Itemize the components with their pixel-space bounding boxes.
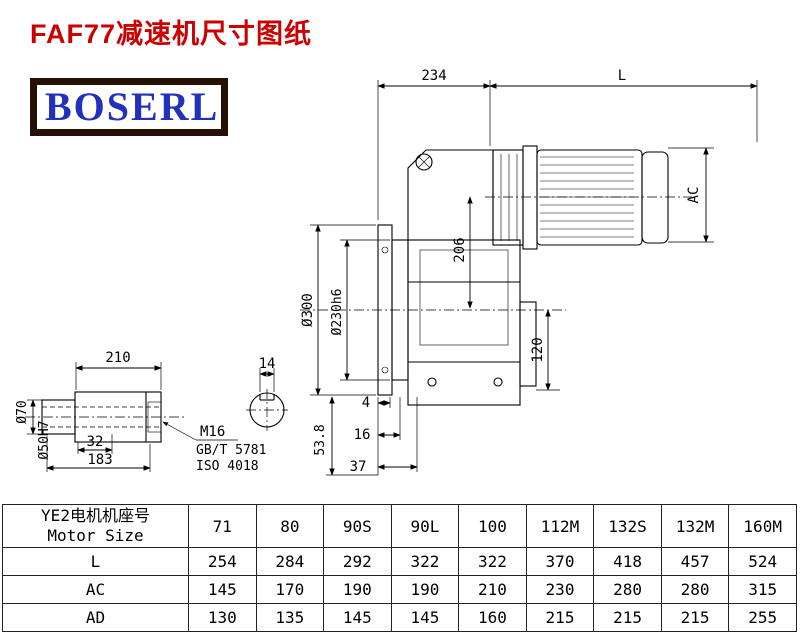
dim-L-label: L xyxy=(618,68,626,84)
boserl-logo-box: BOSERL xyxy=(30,78,228,136)
table-cell: 112M xyxy=(525,504,595,548)
table-cell: 71 xyxy=(188,504,257,548)
table-cell: 145 xyxy=(323,603,392,632)
table-cell: 210 xyxy=(458,575,527,604)
table-cell: 322 xyxy=(458,547,527,576)
table-header-motor-size: YE2电机机座号 Motor Size xyxy=(2,504,189,548)
dim-d300-label: Ø300 xyxy=(300,293,316,327)
table-cell: 100 xyxy=(458,504,527,548)
table-row-AD: AD 130 135 145 145 160 215 215 215 255 xyxy=(2,603,797,632)
table-cell: 135 xyxy=(255,603,325,632)
dim-32-label: 32 xyxy=(87,434,104,450)
table-cell: 255 xyxy=(728,603,797,632)
table-cell: 145 xyxy=(390,603,460,632)
table-cell: 160M xyxy=(728,504,797,548)
table-cell: 280 xyxy=(593,575,662,604)
shaft-end-view: 14 xyxy=(246,356,288,431)
header-en: Motor Size xyxy=(47,526,144,545)
row-label: AD xyxy=(2,603,189,632)
table-cell: 292 xyxy=(323,547,392,576)
technical-drawing: 234 L AC xyxy=(15,68,758,476)
table-cell: 90L xyxy=(390,504,460,548)
gearbox-outline xyxy=(300,149,566,406)
dim-37-label: 37 xyxy=(350,459,367,475)
table-cell: 315 xyxy=(728,575,797,604)
dim-16-label: 16 xyxy=(354,427,371,443)
table-cell: 215 xyxy=(660,603,730,632)
table-cell: 254 xyxy=(188,547,257,576)
header-cn: YE2电机机座号 xyxy=(41,506,150,525)
dim-120-label: 120 xyxy=(530,337,546,362)
dim-AC-label: AC xyxy=(686,187,702,204)
row-label: L xyxy=(2,547,189,576)
dim-d50h7-label: Ø50H7 xyxy=(37,420,52,459)
table-cell: 418 xyxy=(593,547,662,576)
table-cell: 190 xyxy=(323,575,392,604)
page-title: FAF77减速机尺寸图纸 xyxy=(30,19,313,49)
bottom-dimensions: 4 16 37 53.8 xyxy=(313,395,418,476)
table-cell: 284 xyxy=(255,547,325,576)
table-cell: 130 xyxy=(188,603,257,632)
table-cell: 230 xyxy=(525,575,595,604)
top-dimensions: 234 L xyxy=(377,68,758,220)
dim-53-8-label: 53.8 xyxy=(313,424,328,455)
table-header-row: YE2电机机座号 Motor Size 71 80 90S 90L 100 11… xyxy=(2,504,797,548)
table-row-AC: AC 145 170 190 190 210 230 280 280 315 xyxy=(2,575,797,604)
table-cell: 132S xyxy=(593,504,662,548)
dim-234-label: 234 xyxy=(421,68,446,84)
std-iso4018-label: ISO 4018 xyxy=(196,459,259,474)
row-label: AC xyxy=(2,575,189,604)
table-cell: 132M xyxy=(660,504,730,548)
logo-text: BOSERL xyxy=(45,84,220,129)
thread-callout: M16 GB/T 5781 ISO 4018 xyxy=(162,421,266,474)
dim-206-label: 206 xyxy=(452,237,468,262)
ac-dimension: AC xyxy=(668,147,714,243)
shaft-detail-view: 210 Ø70 Ø50H7 32 183 xyxy=(15,350,185,472)
table-cell: 90S xyxy=(323,504,392,548)
flange-dimensions: Ø300 Ø230h6 xyxy=(300,224,390,396)
dim-d230h6-label: Ø230h6 xyxy=(330,289,345,336)
dim-183-label: 183 xyxy=(87,452,112,468)
thread-m16-label: M16 xyxy=(200,424,225,440)
table-cell: 215 xyxy=(525,603,595,632)
table-cell: 457 xyxy=(660,547,730,576)
dim-210-label: 210 xyxy=(105,350,130,366)
dim-4-label: 4 xyxy=(362,395,370,411)
table-cell: 215 xyxy=(593,603,662,632)
height-dimensions: 206 120 xyxy=(452,196,560,391)
motor-size-table: YE2电机机座号 Motor Size 71 80 90S 90L 100 11… xyxy=(2,504,797,632)
table-cell: 280 xyxy=(660,575,730,604)
motor-outline xyxy=(485,145,692,250)
table-cell: 170 xyxy=(255,575,325,604)
table-cell: 145 xyxy=(188,575,257,604)
table-cell: 80 xyxy=(255,504,325,548)
table-cell: 524 xyxy=(728,547,797,576)
table-cell: 322 xyxy=(390,547,460,576)
table-cell: 160 xyxy=(458,603,527,632)
dim-d70-label: Ø70 xyxy=(15,400,30,423)
table-row-L: L 254 284 292 322 322 370 418 457 524 xyxy=(2,547,797,576)
table-cell: 370 xyxy=(525,547,595,576)
dim-14-label: 14 xyxy=(259,356,276,372)
table-cell: 190 xyxy=(390,575,460,604)
std-gb5781-label: GB/T 5781 xyxy=(196,443,266,458)
